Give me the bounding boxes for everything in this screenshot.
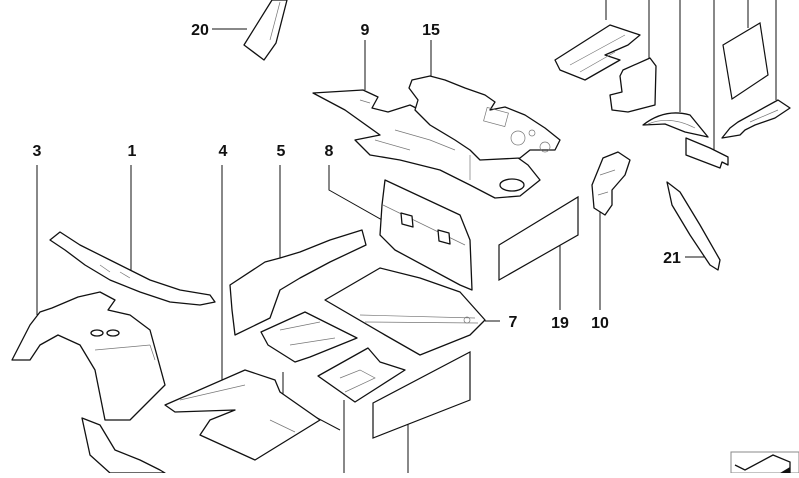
part-1[interactable] [49, 231, 216, 306]
part-top-panel[interactable] [609, 57, 657, 113]
part-wheel-arch[interactable] [642, 112, 709, 138]
callout-9: 9 [360, 22, 370, 39]
callout-4: 4 [218, 143, 228, 160]
part-20[interactable] [243, 0, 288, 61]
part-top-strip[interactable] [554, 24, 641, 81]
callout-7: 7 [508, 314, 518, 331]
callout-20: 20 [191, 22, 209, 39]
part-floor-right[interactable] [317, 347, 406, 403]
part-8[interactable] [379, 179, 473, 291]
part-floor-left[interactable] [260, 311, 358, 363]
part-5[interactable] [229, 229, 367, 336]
part-9[interactable] [312, 89, 541, 199]
callout-19: 19 [551, 315, 569, 332]
callout-15: 15 [422, 22, 440, 39]
callout-21: 21 [663, 250, 681, 267]
part-top-sheet[interactable] [722, 22, 769, 101]
part-15[interactable] [408, 75, 561, 161]
part-right-bracket[interactable] [721, 99, 791, 139]
isometric-box-icon [730, 451, 799, 474]
part-floor-sheet[interactable] [372, 351, 471, 439]
part-19[interactable] [498, 195, 579, 282]
part-10[interactable] [591, 151, 631, 216]
callout-8: 8 [324, 143, 334, 160]
callout-1: 1 [127, 143, 137, 160]
callout-10: 10 [591, 315, 609, 332]
leader-8 [328, 165, 383, 221]
part-21[interactable] [666, 181, 721, 271]
callout-5: 5 [276, 143, 286, 160]
callout-3: 3 [32, 143, 42, 160]
part-7[interactable] [324, 267, 486, 356]
part-bottom-left[interactable] [81, 417, 166, 474]
leader-lines [36, 0, 777, 473]
part-3[interactable] [11, 291, 166, 421]
part-small-plate[interactable] [685, 137, 729, 169]
part-4[interactable] [164, 369, 321, 461]
